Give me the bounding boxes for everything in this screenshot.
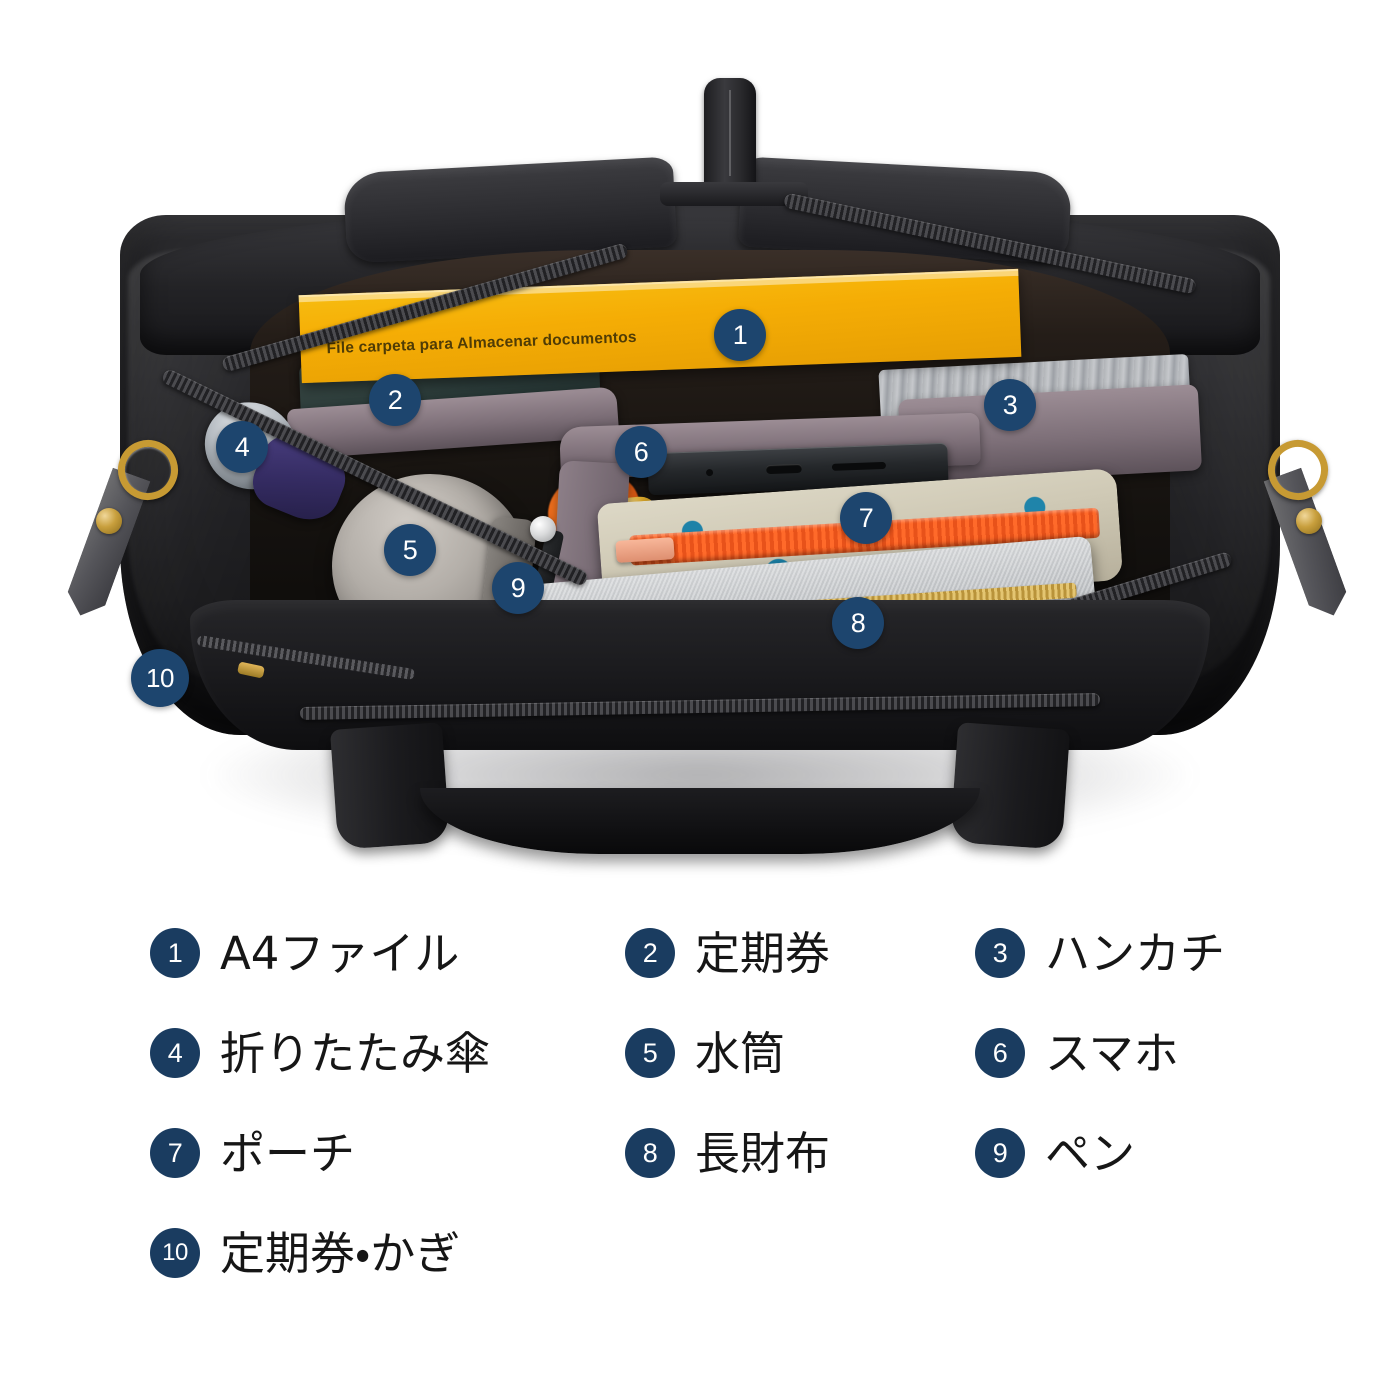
legend-badge-8: 8	[625, 1128, 675, 1178]
legend-badge-2: 2	[625, 928, 675, 978]
phone-speaker-grill	[831, 461, 887, 471]
legend-label-7: ポーチ	[220, 1126, 356, 1180]
legend-label-9: ペン	[1045, 1126, 1136, 1180]
legend-item-1[interactable]: 1 A4ファイル	[150, 928, 459, 978]
callout-badge-8[interactable]: 8	[832, 597, 884, 649]
pouch-zipper-pull	[615, 537, 675, 564]
rivet-left	[96, 508, 122, 534]
callout-badge-7[interactable]: 7	[840, 492, 892, 544]
carry-handle-left	[329, 722, 451, 850]
legend-label-1: A4ファイル	[220, 926, 460, 980]
legend-item-4[interactable]: 4 折りたたみ傘	[150, 1028, 490, 1078]
bag-top-flap-left	[342, 156, 678, 264]
legend-label-8: 長財布	[695, 1126, 831, 1180]
legend-item-7[interactable]: 7 ポーチ	[150, 1128, 355, 1178]
bag-front-panel	[190, 600, 1210, 750]
legend-item-8[interactable]: 8 長財布	[625, 1128, 830, 1178]
legend-item-5[interactable]: 5 水筒	[625, 1028, 785, 1078]
legend-label-10: 定期券・かぎ	[220, 1226, 461, 1280]
legend-label-4: 折りたたみ傘	[220, 1026, 491, 1080]
legend-badge-7: 7	[150, 1128, 200, 1178]
legend-badge-1: 1	[150, 928, 200, 978]
legend-badge-4: 4	[150, 1028, 200, 1078]
carry-handle-bridge	[420, 788, 980, 854]
carry-handle-right	[949, 722, 1071, 850]
legend-badge-9: 9	[975, 1128, 1025, 1178]
product-photo: File carpeta para Almacenar documentos	[0, 0, 1400, 900]
callout-badge-4[interactable]: 4	[216, 421, 268, 473]
pen-top	[530, 516, 556, 542]
callout-badge-1[interactable]: 1	[714, 309, 766, 361]
rivet-right	[1296, 508, 1322, 534]
callout-badge-2[interactable]: 2	[369, 374, 421, 426]
callout-badge-6[interactable]: 6	[615, 426, 667, 478]
legend-badge-6: 6	[975, 1028, 1025, 1078]
legend-item-2[interactable]: 2 定期券	[625, 928, 830, 978]
legend-label-5: 水筒	[695, 1026, 786, 1080]
callout-badge-9[interactable]: 9	[492, 562, 544, 614]
a4-file-printed-text: File carpeta para Almacenar documentos	[326, 328, 637, 358]
hanging-loop	[704, 78, 756, 190]
legend-badge-10: 10	[150, 1228, 200, 1278]
legend-badge-3: 3	[975, 928, 1025, 978]
legend-item-10[interactable]: 10 定期券・かぎ	[150, 1228, 460, 1278]
legend-label-2: 定期券	[695, 926, 831, 980]
legend-item-9[interactable]: 9 ペン	[975, 1128, 1135, 1178]
legend-label-3: ハンカチ	[1045, 926, 1226, 980]
phone-usb-port	[765, 463, 803, 475]
callout-badge-3[interactable]: 3	[984, 379, 1036, 431]
legend-label-6: スマホ	[1045, 1026, 1179, 1080]
legend-item-6[interactable]: 6 スマホ	[975, 1028, 1179, 1078]
callout-badge-5[interactable]: 5	[384, 524, 436, 576]
callout-badge-10[interactable]: 10	[131, 649, 189, 707]
legend-item-3[interactable]: 3 ハンカチ	[975, 928, 1225, 978]
legend-badge-5: 5	[625, 1028, 675, 1078]
phone-microphone	[705, 468, 714, 477]
